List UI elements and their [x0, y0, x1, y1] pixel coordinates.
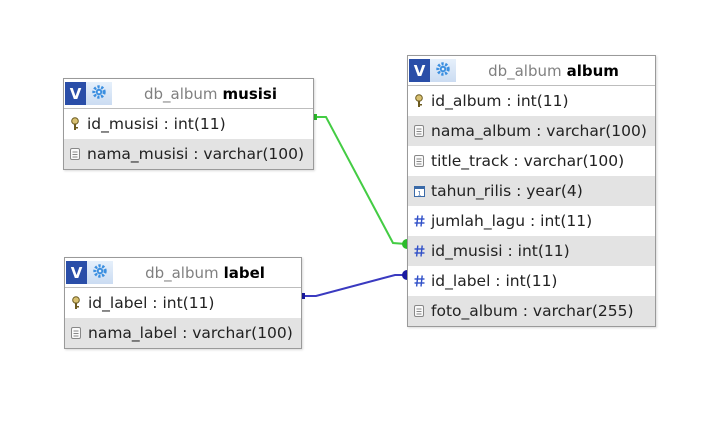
text-field-icon [69, 147, 81, 161]
table-options-button[interactable] [430, 59, 456, 82]
column-row[interactable]: id_album : int(11) [408, 86, 655, 116]
column-row[interactable]: id_musisi : int(11) [64, 109, 313, 139]
column-row[interactable]: nama_label : varchar(100) [65, 318, 301, 348]
table-title: db_album album [458, 56, 649, 85]
column-row[interactable]: id_label : int(11) [408, 266, 655, 296]
relation-end-musisi-target [402, 239, 407, 249]
table-musisi[interactable]: V db_album musisi id_musisi : int(11) na… [63, 78, 314, 170]
table-options-button[interactable] [87, 261, 113, 284]
toggle-columns-button[interactable]: V [66, 261, 87, 284]
gear-icon [91, 84, 107, 104]
column-label: foto_album : varchar(255) [431, 302, 634, 320]
key-icon [69, 117, 81, 131]
column-label: id_musisi : int(11) [431, 242, 570, 260]
table-header[interactable]: V db_album musisi [64, 79, 313, 109]
toggle-columns-button[interactable]: V [65, 82, 86, 105]
svg-text:1: 1 [417, 189, 421, 197]
column-label: nama_musisi : varchar(100) [87, 145, 305, 163]
table-title: db_album label [115, 258, 295, 287]
text-field-icon [413, 124, 425, 138]
text-field-icon [413, 304, 425, 318]
number-icon [413, 274, 425, 288]
column-label: jumlah_lagu : int(11) [431, 212, 593, 230]
database-name: db_album [144, 84, 218, 103]
column-label: nama_label : varchar(100) [88, 324, 293, 342]
key-icon [413, 94, 425, 108]
database-name: db_album [488, 61, 562, 80]
column-row[interactable]: id_musisi : int(11) [408, 236, 655, 266]
relation-line-musisi [314, 116, 407, 245]
table-header[interactable]: V db_album album [408, 56, 655, 86]
toggle-columns-button[interactable]: V [409, 59, 430, 82]
key-icon [70, 296, 82, 310]
table-label[interactable]: V db_album label id_label : int(11) nama… [64, 257, 302, 349]
text-field-icon [70, 326, 82, 340]
column-row[interactable]: foto_album : varchar(255) [408, 296, 655, 326]
column-label: title_track : varchar(100) [431, 152, 625, 170]
column-row[interactable]: title_track : varchar(100) [408, 146, 655, 176]
gear-icon [435, 61, 451, 81]
relation-end-label-target [402, 270, 407, 280]
column-row[interactable]: nama_album : varchar(100) [408, 116, 655, 146]
database-name: db_album [145, 263, 219, 282]
column-row[interactable]: nama_musisi : varchar(100) [64, 139, 313, 169]
column-label: id_album : int(11) [431, 92, 569, 110]
table-title: db_album musisi [114, 79, 307, 108]
column-row[interactable]: jumlah_lagu : int(11) [408, 206, 655, 236]
column-label: id_musisi : int(11) [87, 115, 226, 133]
column-label: tahun_rilis : year(4) [431, 182, 583, 200]
column-row[interactable]: id_label : int(11) [65, 288, 301, 318]
table-name: album [566, 61, 619, 80]
relation-end-label-source [299, 293, 305, 299]
column-label: id_label : int(11) [431, 272, 558, 290]
calendar-icon: 1 [413, 184, 425, 198]
column-label: nama_album : varchar(100) [431, 122, 647, 140]
number-icon [413, 244, 425, 258]
relation-line-label [301, 274, 406, 297]
table-name: label [223, 263, 265, 282]
table-options-button[interactable] [86, 82, 112, 105]
table-album[interactable]: V db_album album id_album : int(11) nama… [407, 55, 656, 327]
column-row[interactable]: 1 tahun_rilis : year(4) [408, 176, 655, 206]
number-icon [413, 214, 425, 228]
relation-end-musisi-source [311, 114, 317, 120]
column-label: id_label : int(11) [88, 294, 215, 312]
table-header[interactable]: V db_album label [65, 258, 301, 288]
gear-icon [92, 263, 108, 283]
table-name: musisi [222, 84, 277, 103]
text-field-icon [413, 154, 425, 168]
